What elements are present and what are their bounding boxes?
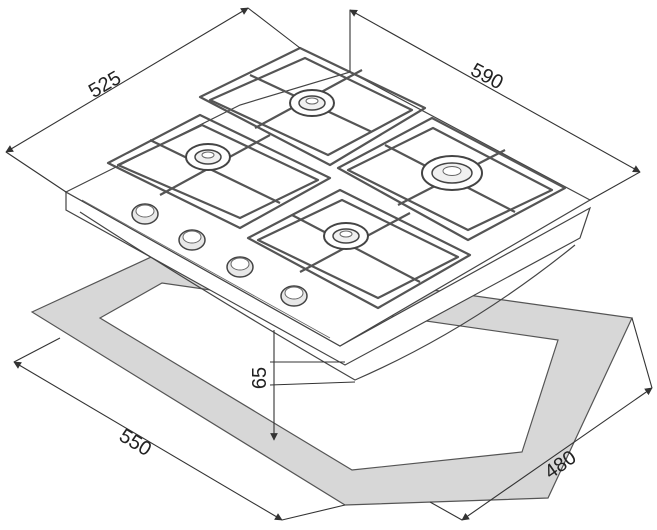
dimension-line-cutout-width bbox=[13, 361, 283, 521]
extension-line bbox=[5, 151, 67, 193]
knob-icon bbox=[178, 229, 206, 251]
knob-icon bbox=[226, 256, 254, 278]
knob-icon bbox=[280, 285, 308, 307]
burner-icon bbox=[323, 222, 369, 250]
burner-icon bbox=[185, 143, 231, 171]
knobs bbox=[131, 203, 308, 307]
extension-line bbox=[13, 337, 61, 363]
label-depth: 525 bbox=[85, 67, 125, 103]
extension-line bbox=[429, 501, 463, 521]
knob-icon bbox=[131, 203, 159, 225]
burner-icon bbox=[421, 155, 483, 191]
dimension-lines bbox=[5, 7, 653, 521]
dimension-line-depth bbox=[5, 7, 249, 153]
label-width: 590 bbox=[467, 59, 507, 94]
extension-line bbox=[631, 317, 653, 389]
control-strip bbox=[81, 199, 331, 339]
dimension-line-cutout-depth bbox=[461, 387, 653, 521]
hob-bottom-curve bbox=[79, 211, 576, 381]
extension-line bbox=[589, 171, 641, 201]
label-cutout-width: 550 bbox=[115, 425, 155, 461]
burner-icon bbox=[289, 89, 335, 117]
extension-line bbox=[269, 381, 356, 386]
extension-line bbox=[247, 7, 301, 49]
dimension-line-width bbox=[349, 9, 641, 173]
extension-line bbox=[281, 504, 346, 521]
label-height: 65 bbox=[249, 367, 271, 389]
